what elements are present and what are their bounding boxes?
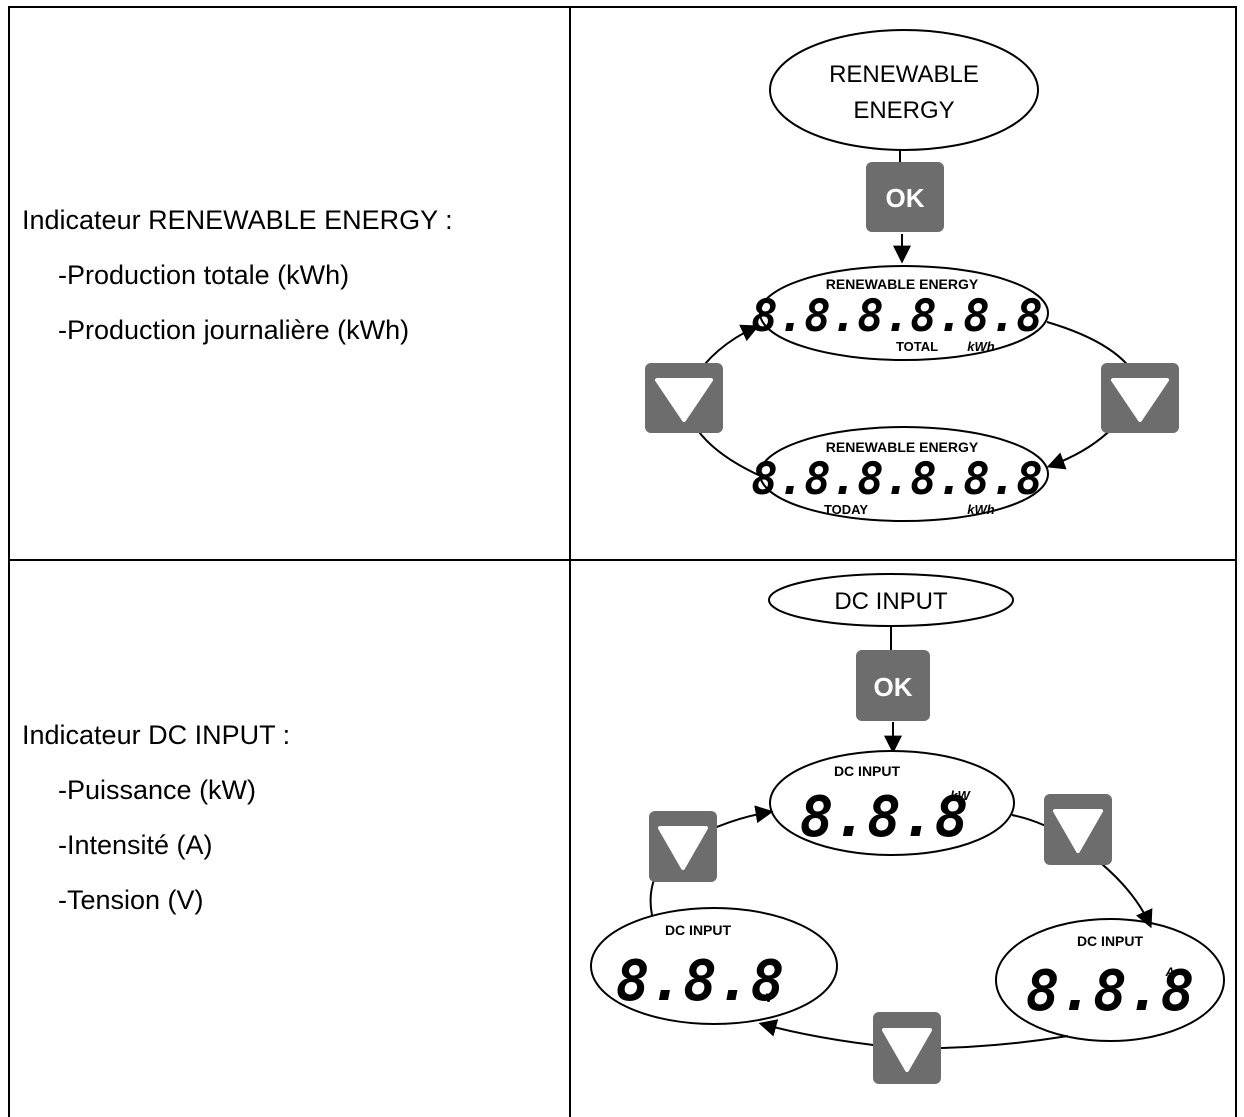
dcinput-down-button-bottom[interactable] (873, 1012, 941, 1084)
dcinput-v-title: DC INPUT (665, 922, 732, 938)
dcinput-v-digits: 8.8.8 (616, 949, 785, 1014)
table-border-top (8, 6, 1237, 8)
dcinput-item-current: -Intensité (A) (58, 830, 213, 860)
dcinput-down-button-left[interactable] (649, 811, 717, 882)
table-row-divider (8, 559, 1237, 561)
renewable-today-display (759, 426, 1049, 522)
down-triangle-icon (1111, 378, 1169, 422)
renewable-entry-ellipse (769, 29, 1039, 151)
ok-label: OK (886, 183, 925, 213)
dcinput-a-display (995, 918, 1225, 1042)
renewable-diagram: RENEWABLE ENERGY OK RENEWABLE ENERGY 8.8… (645, 29, 1179, 522)
dcinput-item-voltage: -Tension (V) (58, 885, 204, 915)
renewable-total-digits: 8.8.8.8.8.8 (751, 291, 1042, 342)
dcinput-kw-digits: 8.8.8 (800, 785, 969, 850)
renewable-item-daily: -Production journalière (kWh) (58, 315, 410, 345)
dcinput-diagram: DC INPUT OK DC INPUT 8.8.8 kW DC INPUT 8… (590, 573, 1225, 1084)
renewable-total-title: RENEWABLE ENERGY (826, 276, 979, 292)
dcinput-v-unit: V (765, 991, 774, 1005)
renewable-entry-label-2: ENERGY (853, 97, 954, 124)
dcinput-entry-label: DC INPUT (834, 588, 948, 615)
renewable-down-button-left[interactable] (645, 363, 723, 433)
renewable-total-tag: TOTAL (896, 339, 938, 354)
dcinput-description: Indicateur DC INPUT : -Puissance (kW) -I… (22, 722, 290, 914)
renewable-item-total: -Production totale (kWh) (58, 260, 350, 290)
renewable-today-unit: kWh (967, 502, 995, 517)
down-triangle-icon (658, 826, 708, 870)
dcinput-v-display (590, 907, 838, 1025)
renewable-down-button-right[interactable] (1101, 363, 1179, 433)
dcinput-ok-button[interactable]: OK (856, 650, 930, 721)
dcinput-item-power: -Puissance (kW) (58, 775, 257, 805)
down-triangle-icon (655, 378, 713, 422)
renewable-heading: Indicateur RENEWABLE ENERGY : (22, 205, 453, 235)
renewable-total-unit: kWh (967, 339, 995, 354)
dcinput-kw-display (769, 750, 1015, 856)
dcinput-heading: Indicateur DC INPUT : (22, 720, 291, 750)
renewable-description: Indicateur RENEWABLE ENERGY : -Productio… (22, 207, 453, 344)
dcinput-kw-unit: kW (950, 788, 971, 803)
info-table (8, 6, 1237, 1117)
ok-label: OK (874, 672, 913, 702)
dcinput-a-digits: 8.8.8 (1026, 959, 1195, 1024)
table-border-right (1235, 6, 1237, 1117)
renewable-entry-label-1: RENEWABLE (829, 61, 979, 88)
dcinput-a-title: DC INPUT (1077, 933, 1144, 949)
down-triangle-icon (882, 1028, 932, 1072)
down-triangle-icon (1053, 809, 1103, 853)
renewable-ok-button[interactable]: OK (866, 162, 944, 232)
dcinput-down-button-right[interactable] (1044, 794, 1112, 865)
renewable-today-digits: 8.8.8.8.8.8 (751, 454, 1042, 505)
renewable-total-display (759, 265, 1049, 361)
renewable-today-title: RENEWABLE ENERGY (826, 439, 979, 455)
table-column-divider (569, 6, 571, 1117)
dcinput-kw-title: DC INPUT (834, 763, 901, 779)
renewable-today-tag: TODAY (824, 502, 868, 517)
dcinput-a-unit: A (1165, 965, 1175, 979)
table-border-left (8, 6, 10, 1117)
